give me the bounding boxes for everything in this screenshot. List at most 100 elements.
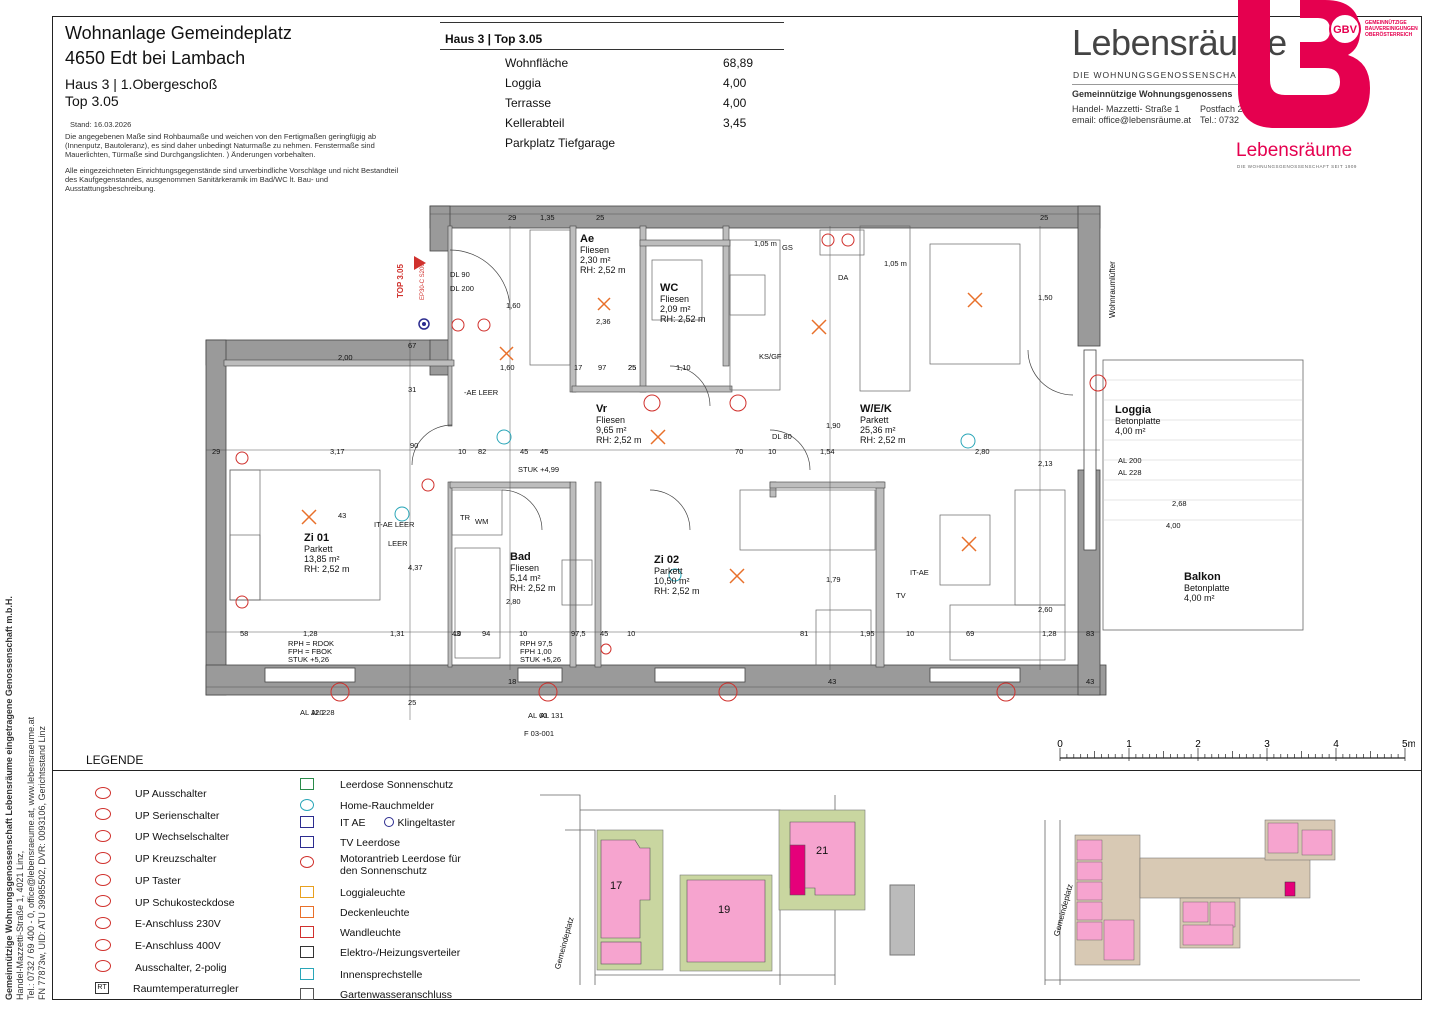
balcony-hatch — [1103, 379, 1303, 521]
area-label: Loggia — [505, 76, 542, 90]
legend-symbol-icon: RT — [95, 982, 109, 995]
plan-note: GS — [782, 243, 793, 252]
company-rule — [1072, 84, 1242, 85]
wohnraumluefter-label: Wohnraumlüfter — [1108, 261, 1117, 318]
dimension-label: 70 — [735, 447, 744, 456]
area-label: Wohnfläche — [505, 56, 569, 70]
plan-note: STUK +5,26 — [288, 655, 330, 664]
legend-label: Deckenleuchte — [340, 907, 410, 919]
room-area: 4,00 m² — [1184, 593, 1215, 603]
room-name: W/E/K — [860, 403, 892, 415]
company-tagline: DIE WOHNUNGSGENOSSENSCHA — [1073, 70, 1237, 80]
dimension-label: 1,31 — [390, 629, 405, 638]
legend-label: TV Leerdose — [340, 837, 401, 849]
legend-item: E-Anschluss 230V — [95, 914, 221, 932]
legend-item: E-Anschluss 400V — [95, 936, 221, 954]
dimension-label: 10 — [519, 629, 528, 638]
room-floor: Fliesen — [510, 563, 540, 573]
dimension-label: 97 — [598, 363, 607, 372]
legend-symbol-icon — [95, 786, 111, 799]
legend-symbol-icon — [300, 925, 314, 938]
dimension-label: 10 — [453, 629, 462, 638]
dimension-label: 81 — [800, 629, 809, 638]
scale-label: 1 — [1126, 739, 1132, 750]
dimension-label: 2,80 — [506, 597, 521, 606]
room-area: 13,85 m² — [304, 554, 340, 564]
company-name: Gemeinnützige Wohnungsgenossens — [1072, 89, 1233, 99]
balcony-area — [1102, 359, 1304, 631]
building-21: 21 — [816, 845, 829, 857]
legend-label: Leerdose Sonnenschutz — [340, 779, 454, 791]
dimension-label: 1,90 — [826, 421, 841, 430]
scale-label: 4 — [1333, 739, 1339, 750]
room-area: 25,36 m² — [860, 425, 896, 435]
key-plan — [1044, 819, 1360, 985]
dimension-label: 45 — [540, 447, 549, 456]
dimension-label: 25 — [596, 213, 605, 222]
switches — [235, 233, 1107, 702]
company-postfach: Postfach 2 — [1200, 104, 1243, 114]
interior-walls — [223, 225, 886, 668]
dimension-label: 4,00 — [1166, 521, 1181, 530]
legend-symbol-icon — [95, 851, 111, 864]
top-label: TOP 3.05 — [396, 264, 405, 298]
plan-note: -AE LEER — [464, 388, 499, 397]
legend-symbol-icon — [95, 938, 111, 951]
room-area: 10,50 m² — [654, 576, 690, 586]
dimension-label: 1,60 — [500, 363, 515, 372]
legend-item: Ausschalter, 2-polig — [95, 958, 227, 976]
side-imprint-4: FN 77873w, UID: ATU 39985502, DVR: 00931… — [37, 726, 311, 1011]
room-name: Bad — [510, 551, 531, 563]
legend-item: UP Taster — [95, 871, 181, 889]
room-floor: Parkett — [654, 566, 683, 576]
building-17: 17 — [610, 880, 623, 892]
legend-symbol-icon — [300, 945, 314, 958]
project-location: 4650 Edt bei Lambach — [65, 48, 246, 68]
plan-note: TV — [896, 591, 906, 600]
side-imprint-line3: Tel.: 0732 / 69 400 - 0, office@lebensra… — [26, 716, 36, 1000]
legend-item: Deckenleuchte — [300, 903, 409, 921]
project-title: Wohnanlage Gemeindeplatz — [65, 23, 292, 43]
room-name: Zi 02 — [654, 554, 680, 566]
legend-label: UP Taster — [135, 874, 181, 887]
dimension-label: 2,68 — [1172, 499, 1187, 508]
dimension-label: 10 — [906, 629, 915, 638]
legend-item: Gartenwasseranschluss — [300, 985, 452, 1003]
table-row: Parkplatz Tiefgarage — [505, 136, 765, 152]
dimension-label: 1,28 — [1042, 629, 1057, 638]
legend-symbol-icon — [95, 873, 111, 886]
gbv-text: GEMEINNÜTZIGE BAUVEREINIGUNGEN OBERÖSTER… — [1365, 20, 1418, 38]
dimension-label: 45 — [600, 629, 609, 638]
plan-note: STUK +4,99 — [518, 465, 560, 474]
legend-symbol-icon — [95, 916, 111, 929]
dimension-label: 1,95 — [860, 629, 875, 638]
room-area: 2,30 m² — [580, 255, 611, 265]
dimension-label: 29 — [212, 447, 221, 456]
dimension-label: 83 — [1086, 629, 1095, 638]
legend-symbol-icon — [300, 905, 314, 918]
floor-label: Haus 3 | 1.Obergeschoß — [65, 76, 218, 92]
plan-note: AL 228 — [311, 708, 335, 717]
room-height: RH: 2,52 m — [580, 265, 626, 275]
plan-note: FPH = FBOK — [288, 647, 332, 656]
scale-label: 0 — [1057, 739, 1063, 750]
area-value: 68,89 — [723, 56, 754, 70]
legend-item: UP Serienschalter — [95, 806, 219, 824]
gbv-seal-icon: GBV — [1329, 13, 1361, 45]
plan-note: AL 120 — [300, 708, 324, 717]
dimension-label: 17 — [574, 363, 583, 372]
dimension-label: 1,79 — [826, 575, 841, 584]
legend-label: UP Kreuzschalter — [135, 853, 217, 866]
legend-label: IT AE — [340, 817, 366, 829]
plan-note: DL 90 — [450, 270, 470, 279]
legend-symbol-icon — [300, 835, 314, 848]
dimension-label: 43 — [1086, 677, 1095, 686]
company-email: email: office@lebensräume.at — [1072, 115, 1192, 125]
company-tel: Tel.: 0732 — [1200, 115, 1240, 125]
legend-symbol-icon — [95, 830, 111, 843]
